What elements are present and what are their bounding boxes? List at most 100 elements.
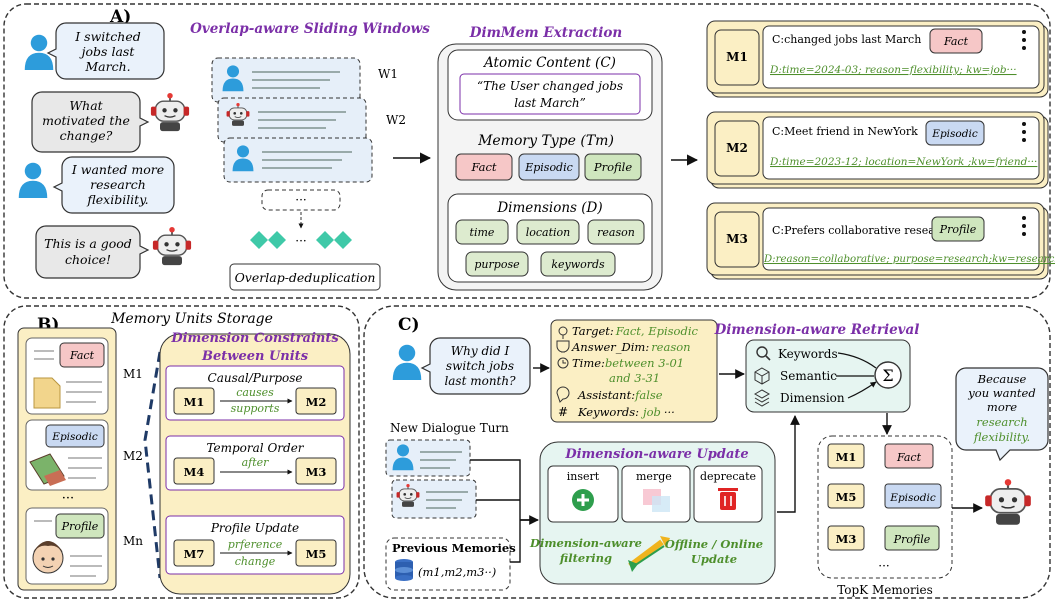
dimension-tags: time location reason purpose keywords: [455, 219, 645, 277]
panel-a-frame: [3, 3, 1051, 299]
op-insert-label: insert: [567, 470, 600, 483]
svg-text:Time:between 3-01: Time:between 3-01: [572, 356, 684, 370]
window-more-dots: ···: [295, 193, 306, 207]
answer-robot-icon: [984, 478, 1032, 526]
answer-text-highlight: research: [976, 415, 1027, 429]
memory-card-m2: M2 C:Meet friend in NewYork Episodic D:t…: [706, 111, 1049, 189]
retrieval-title: Dimension-aware Retrieval: [714, 322, 920, 338]
chat-text: motivated the: [42, 113, 130, 128]
constraint-to: M3: [306, 465, 327, 479]
svg-text:Answer_Dim:reason: Answer_Dim:reason: [571, 340, 691, 354]
memtype-title: Memory Type (Tm): [477, 133, 614, 149]
dimmem-title: DimMem Extraction: [469, 25, 622, 41]
trash-icon[interactable]: [718, 488, 738, 510]
merge-icon[interactable]: [643, 489, 670, 512]
answer-text: you wanted: [967, 386, 1035, 400]
svg-text:Target:Fact, Episodic: Target:Fact, Episodic: [572, 324, 699, 338]
retrieval-keywords: Keywords: [778, 347, 838, 361]
unit-type-label: Episodic: [51, 431, 98, 443]
update-to-retrieval: [777, 415, 800, 513]
topk-box: M1 Fact M5 Episodic M3 Profile ···: [817, 435, 953, 579]
constraint-relation: supports: [231, 402, 280, 415]
dimension-tag: purpose: [474, 258, 520, 271]
retrieval-box: Keywords Semantic Dimension Σ: [745, 339, 911, 413]
topk-ellipsis: ···: [878, 559, 889, 573]
sliding-windows-title: Overlap-aware Sliding Windows: [190, 21, 430, 37]
chat-assistant-1: What motivated the change?: [31, 91, 190, 153]
svg-text:Assistant:false: Assistant:false: [577, 388, 663, 402]
offline-online-label: Offline / Online: [665, 537, 763, 551]
sum-icon: Σ: [882, 366, 893, 385]
robot-icon: [152, 226, 192, 267]
constraint-relation: prference: [228, 538, 283, 551]
topk-type: Fact: [896, 451, 922, 464]
memory-type-badge: Episodic: [931, 128, 978, 140]
storage-title: Memory Units Storage: [110, 311, 273, 327]
clock-icon: [557, 357, 569, 369]
window-label-w1: W1: [378, 67, 398, 81]
memory-card-m1: M1 C:changed jobs last March Fact D:time…: [706, 20, 1049, 98]
memory-content: C:Meet friend in NewYork: [772, 125, 918, 138]
chat-text: choice!: [65, 252, 111, 267]
constraint-relation: causes: [236, 386, 274, 399]
more-menu-icon[interactable]: [1022, 216, 1026, 236]
query-text: last month?: [444, 374, 516, 388]
atomic-title: Atomic Content (C): [482, 55, 616, 71]
constraints-title: Between Units: [201, 349, 309, 364]
answer-text: Because: [977, 372, 1027, 386]
chat-text: I switched: [74, 29, 141, 44]
memtype-episodic: [518, 153, 580, 181]
memory-content: C:Prefers collaborative research: [772, 224, 953, 237]
answer-dim-value: reason: [651, 340, 690, 354]
answer-text-highlight: flexibility.: [973, 430, 1030, 444]
time-label: Time:: [572, 356, 605, 370]
new-turn-robot: [391, 479, 477, 519]
atomic-quote: “The User changed jobs: [477, 79, 623, 93]
chat-text: jobs last: [79, 44, 136, 59]
chat-text: change?: [60, 128, 113, 143]
constraint-title: Profile Update: [210, 521, 299, 535]
constraint-causal: Causal/Purpose M1 M2 causes supports: [165, 365, 345, 421]
filtering-label: filtering: [559, 551, 612, 565]
panel-b-frame: [3, 305, 360, 599]
m-label-1: M1: [123, 367, 143, 381]
unit-fact: Fact: [25, 337, 109, 415]
svg-text:Keywords:job···: Keywords:job···: [577, 405, 675, 419]
assistant-value: false: [634, 388, 663, 402]
constraint-from: M4: [184, 465, 205, 479]
dimension-tag: keywords: [551, 258, 605, 271]
constraint-from: M7: [184, 547, 205, 561]
retrieval-semantic: Semantic: [780, 369, 837, 383]
sync-arrows-icon: [628, 536, 670, 572]
chat-text: flexibility.: [86, 192, 148, 207]
unit-ellipsis: ···: [62, 491, 74, 506]
previous-memories: Previous Memories (m1,m2,m3··): [385, 537, 516, 591]
constraint-temporal: Temporal Order M4 M3 after: [165, 435, 345, 491]
assistant-question-icon: [556, 386, 570, 403]
new-turn-user: [385, 439, 471, 477]
topk-id: M5: [836, 490, 857, 504]
insert-plus-icon[interactable]: [572, 489, 594, 511]
time-value: between 3-01: [605, 356, 684, 370]
more-menu-icon[interactable]: [1022, 122, 1026, 142]
memtype-profile: [584, 153, 642, 181]
memtype-label: Profile: [593, 160, 633, 174]
constraint-relation: after: [242, 456, 270, 469]
chat-text: This is a good: [44, 236, 132, 251]
m-label-2: M2: [123, 449, 143, 463]
constraint-to: M2: [306, 395, 327, 409]
unit-type-label: Profile: [61, 520, 99, 533]
query-parse-box: Target:Fact, Episodic Answer_Dim:reason …: [550, 319, 718, 423]
answer-dim-label: Answer_Dim:: [571, 340, 649, 354]
dimensions-title: Dimensions (D): [496, 200, 602, 216]
dimension-tag: time: [470, 226, 495, 239]
cube-icon: [754, 367, 770, 385]
previous-memories-label: Previous Memories: [392, 541, 516, 555]
more-menu-icon[interactable]: [1022, 30, 1026, 50]
memory-card-m3: M3 C:Prefers collaborative research Prof…: [706, 202, 1055, 280]
topk-type: Episodic: [889, 492, 936, 504]
op-deprecate-label: deprecate: [700, 470, 756, 483]
memory-dims: D:time=2023-12; location=NewYork ;kw=fri…: [769, 156, 1037, 168]
window-stack: [211, 57, 373, 183]
